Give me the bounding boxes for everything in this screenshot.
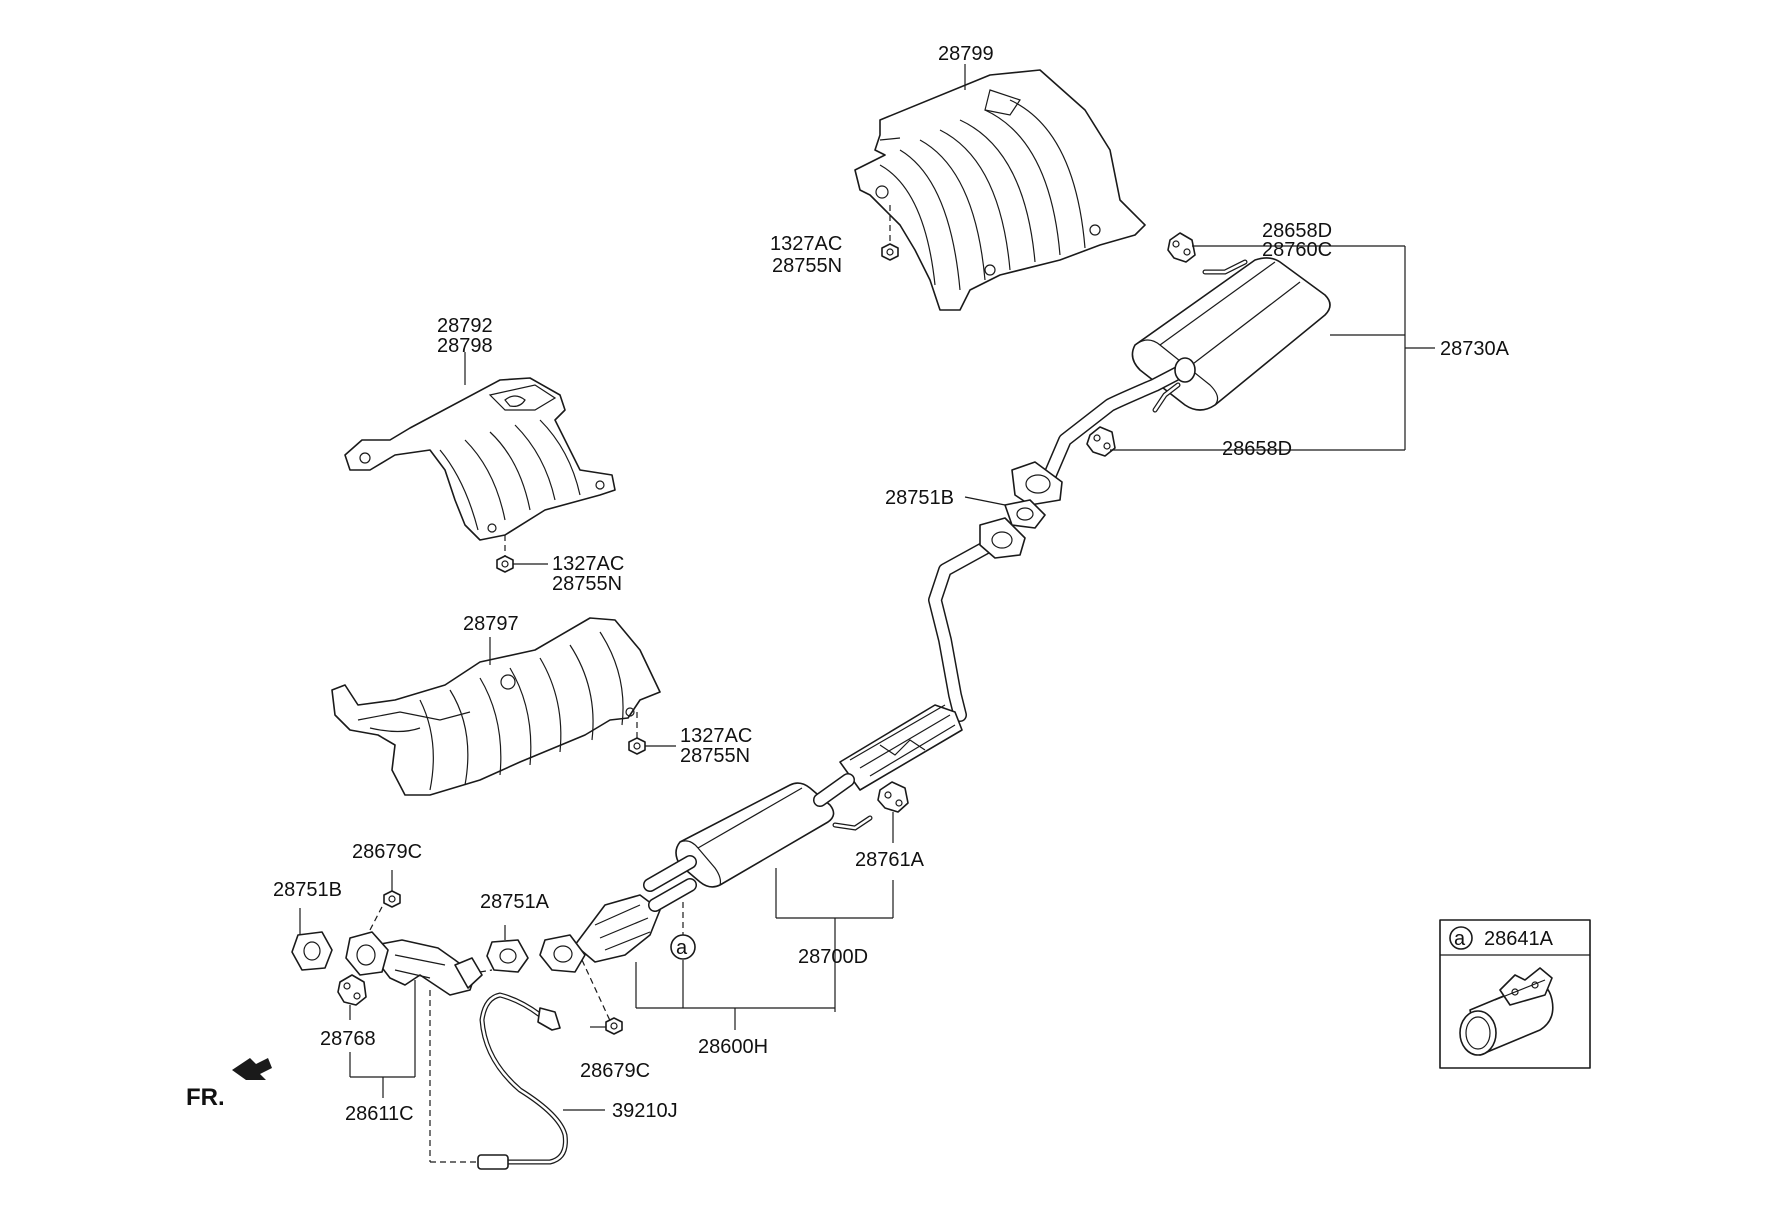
label-28760c: 28760C [1262,239,1332,261]
dash-front-pipe [479,969,493,973]
label-39210j: 39210J [612,1100,678,1122]
leader-28751b-top [964,496,1006,506]
oxygen-sensor[interactable] [477,992,568,1170]
heat-shield-rear[interactable] [854,69,1146,311]
nut-front-top[interactable] [383,890,401,908]
label-28658d-bot: 28658D [1222,438,1292,460]
dash-28679c-low [581,959,613,1026]
center-pipe-resonator[interactable] [643,517,1026,892]
label-28700d: 28700D [798,946,868,968]
inset-part-label: 28641A [1484,928,1554,950]
label-28755n-low: 28755N [680,745,750,767]
label-28600h: 28600H [698,1036,768,1058]
rubber-hanger-top[interactable] [1167,232,1196,263]
label-28797: 28797 [463,613,519,635]
label-28679c-top: 28679C [352,841,422,863]
label-28798: 28798 [437,335,493,357]
label-28730a: 28730A [1440,338,1510,360]
label-28761a: 28761A [855,849,925,871]
nut-mid[interactable] [496,555,514,573]
heat-shield-front[interactable] [331,617,661,796]
rubber-hanger-front[interactable] [337,974,367,1006]
inset-marker-text: a [1454,928,1466,950]
front-direction-arrow [232,1058,272,1080]
heat-shield-center[interactable] [344,377,616,541]
nut-top[interactable] [881,243,899,261]
label-28679c-low: 28679C [580,1060,650,1082]
label-28768: 28768 [320,1028,376,1050]
label-28611c: 28611C [345,1103,414,1125]
gasket-rear[interactable] [1004,499,1046,529]
label-28755n-top: 28755N [772,255,842,277]
gasket-front[interactable] [291,931,333,971]
ref-marker-a-text: a [676,937,688,959]
catalytic-converter[interactable] [539,878,697,973]
rear-muffler[interactable] [1011,257,1331,506]
rubber-hanger-bottom[interactable] [1086,426,1116,457]
direction-label: FR. [186,1084,225,1111]
front-pipe[interactable] [345,931,483,996]
pipe-clamp[interactable] [1459,967,1554,1056]
dash-28679c-top [369,902,385,931]
nut-low[interactable] [628,737,646,755]
label-28755n-mid: 28755N [552,573,622,595]
label-28792: 28792 [437,315,493,337]
label-28751a: 28751A [480,891,550,913]
rubber-hanger-center[interactable] [877,781,909,813]
label-1327ac-mid: 1327AC [552,553,624,575]
label-28751b-top: 28751B [885,487,954,509]
label-1327ac-low: 1327AC [680,725,752,747]
gasket-center[interactable] [486,939,529,973]
label-28751b-low: 28751B [273,879,342,901]
label-28658d-top: 28658D [1262,220,1332,242]
label-28799: 28799 [938,43,994,65]
label-1327ac-top: 1327AC [770,233,842,255]
nut-front-low[interactable] [605,1017,623,1035]
ref-marker-a[interactable]: a [670,934,696,960]
